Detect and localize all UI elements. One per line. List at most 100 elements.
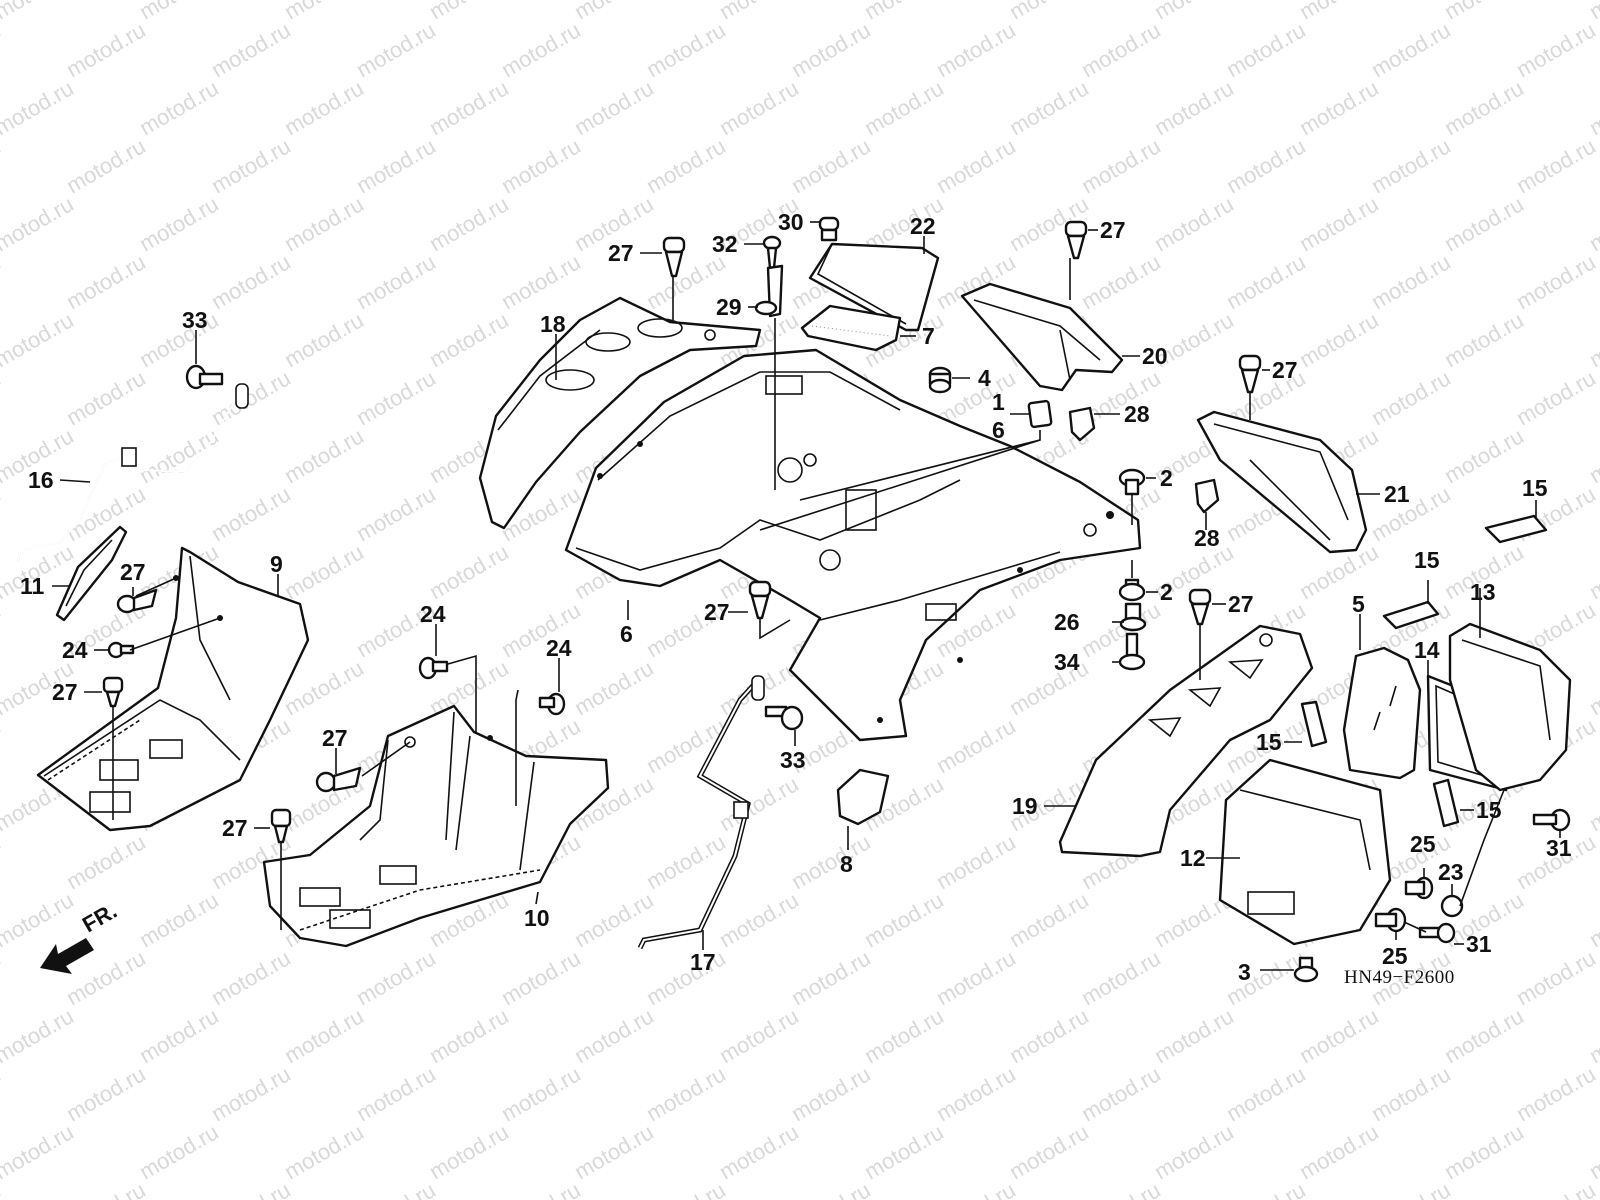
callout-17[interactable]: 17 xyxy=(690,949,716,975)
part-8-pad[interactable] xyxy=(836,768,890,826)
part-15-clip[interactable] xyxy=(1300,700,1328,748)
part-24-screw[interactable] xyxy=(107,641,135,659)
part-19-right-fender-cover[interactable] xyxy=(1058,624,1314,858)
callout-1[interactable]: 1 xyxy=(992,389,1005,415)
part-15-clip[interactable] xyxy=(1382,600,1440,630)
part-28-clip[interactable] xyxy=(1194,478,1220,514)
part-11-bracket[interactable] xyxy=(55,525,128,622)
callout-31[interactable]: 31 xyxy=(1466,931,1492,957)
part-21-cover[interactable] xyxy=(1196,410,1368,554)
part-27-clip[interactable] xyxy=(1064,220,1088,260)
part-2-grommet[interactable] xyxy=(1118,468,1146,496)
callout-33[interactable]: 33 xyxy=(780,747,806,773)
callout-34[interactable]: 34 xyxy=(1054,649,1080,675)
part-15-clip[interactable] xyxy=(1432,778,1460,828)
part-28-clip[interactable] xyxy=(1068,406,1096,442)
part-13-cover[interactable] xyxy=(1448,622,1572,792)
callout-27[interactable]: 27 xyxy=(608,240,634,266)
callout-8[interactable]: 8 xyxy=(840,851,853,877)
callout-33[interactable]: 33 xyxy=(182,307,208,333)
part-31-bolt[interactable] xyxy=(1418,922,1456,944)
part-27-clip[interactable] xyxy=(1238,354,1262,394)
callout-2[interactable]: 2 xyxy=(1160,579,1173,605)
part-6-rear-fender[interactable] xyxy=(564,348,1142,742)
callout-15[interactable]: 15 xyxy=(1414,547,1440,573)
callout-31[interactable]: 31 xyxy=(1546,835,1572,861)
part-25-collar[interactable] xyxy=(1374,907,1407,933)
part-4-grommet[interactable] xyxy=(928,366,952,394)
part-5-plate[interactable] xyxy=(1342,646,1422,780)
part-10-right-footrest[interactable] xyxy=(262,704,610,948)
callout-27[interactable]: 27 xyxy=(704,599,730,625)
callout-15[interactable]: 15 xyxy=(1522,475,1548,501)
part-18-left-fender-cover[interactable] xyxy=(478,296,762,530)
callout-11[interactable]: 11 xyxy=(20,573,45,599)
callout-30[interactable]: 30 xyxy=(778,209,804,235)
callout-24[interactable]: 24 xyxy=(420,601,446,627)
part-31-bolt[interactable] xyxy=(1532,808,1571,832)
part-17-stay-rod[interactable] xyxy=(637,675,765,950)
callout-6[interactable]: 6 xyxy=(620,621,633,647)
part-15-clip[interactable] xyxy=(1484,514,1548,544)
part-33-bolt[interactable] xyxy=(764,705,804,731)
callout-9[interactable]: 9 xyxy=(270,551,283,577)
callout-32[interactable]: 32 xyxy=(712,231,738,257)
part-24-screw[interactable] xyxy=(418,656,449,680)
callout-16[interactable]: 16 xyxy=(28,467,54,493)
part-24-screw[interactable] xyxy=(538,692,566,716)
part-9-left-guard[interactable] xyxy=(36,546,310,832)
callout-24[interactable]: 24 xyxy=(546,635,572,661)
part-27-clip[interactable] xyxy=(116,588,158,614)
callout-15[interactable]: 15 xyxy=(1476,797,1502,823)
part-2-grommet[interactable] xyxy=(1118,578,1146,602)
callout-2[interactable]: 2 xyxy=(1160,465,1173,491)
callout-20[interactable]: 20 xyxy=(1142,343,1168,369)
callout-27[interactable]: 27 xyxy=(120,559,146,585)
part-27-clip[interactable] xyxy=(270,808,292,844)
callout-7[interactable]: 7 xyxy=(922,323,935,349)
part-32-screw[interactable] xyxy=(762,235,782,270)
part-3-grommet[interactable] xyxy=(1293,956,1319,983)
callout-28[interactable]: 28 xyxy=(1124,401,1150,427)
callout-6[interactable]: 6 xyxy=(992,417,1005,443)
callout-27[interactable]: 27 xyxy=(222,815,248,841)
part-27-clip[interactable] xyxy=(748,580,772,620)
part-23-nut[interactable] xyxy=(1440,894,1464,918)
part-26-collar[interactable] xyxy=(1119,602,1147,632)
callout-27[interactable]: 27 xyxy=(52,679,78,705)
callout-4[interactable]: 4 xyxy=(978,365,991,391)
part-30-clip[interactable] xyxy=(818,216,840,242)
part-16-stay-rod[interactable] xyxy=(17,383,249,561)
part-27-clip[interactable] xyxy=(1188,588,1212,626)
callout-25[interactable]: 25 xyxy=(1410,831,1436,857)
part-25-collar[interactable] xyxy=(1404,876,1434,900)
callout-27[interactable]: 27 xyxy=(322,725,348,751)
part-27-clip[interactable] xyxy=(315,766,362,793)
part-7-pad[interactable] xyxy=(800,304,902,352)
part-20-cover[interactable] xyxy=(960,282,1124,392)
callout-18[interactable]: 18 xyxy=(540,311,566,337)
callout-27[interactable]: 27 xyxy=(1100,217,1126,243)
callout-19[interactable]: 19 xyxy=(1012,793,1038,819)
callout-28[interactable]: 28 xyxy=(1194,525,1220,551)
callout-29[interactable]: 29 xyxy=(716,294,742,320)
callout-10[interactable]: 10 xyxy=(524,905,550,931)
callout-27[interactable]: 27 xyxy=(1272,357,1298,383)
callout-21[interactable]: 21 xyxy=(1384,481,1410,507)
part-22-bracket[interactable] xyxy=(808,242,940,332)
callout-12[interactable]: 12 xyxy=(1180,845,1206,871)
callout-14[interactable]: 14 xyxy=(1414,637,1440,663)
callout-22[interactable]: 22 xyxy=(910,213,936,239)
part-33-bolt[interactable] xyxy=(185,364,224,390)
callout-15[interactable]: 15 xyxy=(1256,729,1282,755)
callout-26[interactable]: 26 xyxy=(1054,609,1080,635)
callout-23[interactable]: 23 xyxy=(1438,859,1464,885)
part-1-pad[interactable] xyxy=(1027,399,1053,429)
part-29-bracket[interactable] xyxy=(754,264,784,318)
callout-3[interactable]: 3 xyxy=(1238,959,1251,985)
part-12-box[interactable] xyxy=(1218,758,1392,946)
callout-27[interactable]: 27 xyxy=(1228,591,1254,617)
callout-24[interactable]: 24 xyxy=(62,637,88,663)
callout-25[interactable]: 25 xyxy=(1382,943,1408,969)
callout-13[interactable]: 13 xyxy=(1470,579,1496,605)
